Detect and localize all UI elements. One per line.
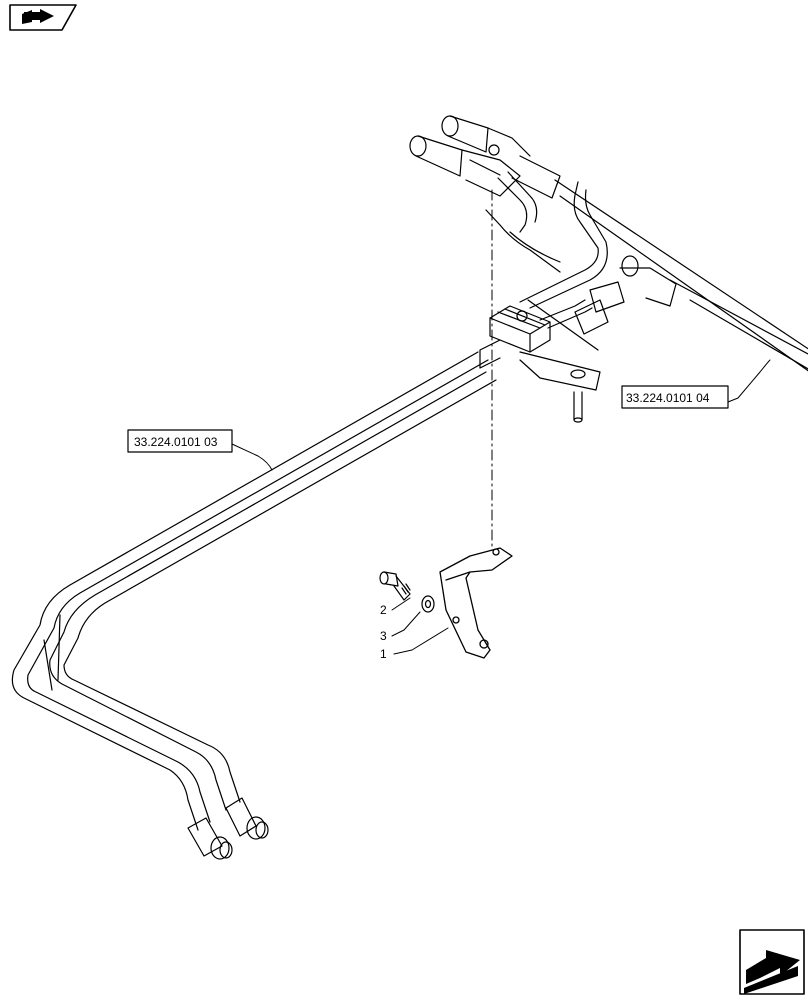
bracket-part[interactable] <box>439 547 513 659</box>
leader-lines <box>231 359 771 655</box>
tube-assembly-upper <box>485 171 808 372</box>
next-page-arrow-icon[interactable] <box>739 929 805 995</box>
item-number-1: 1 <box>380 647 387 661</box>
item-number-3: 3 <box>380 629 387 643</box>
tube-assembly-left <box>11 351 497 831</box>
ref-box-left[interactable] <box>127 429 233 453</box>
manifold-block <box>479 305 601 423</box>
item-number-2: 2 <box>380 603 387 617</box>
book-arrow-icon[interactable] <box>9 4 77 31</box>
quick-couplers <box>409 115 677 335</box>
bolt-part[interactable] <box>379 571 411 601</box>
tube-fittings-lower <box>187 797 269 860</box>
reference-label-left: 33.224.0101 03 <box>134 435 218 449</box>
reference-label-right: 33.224.0101 04 <box>626 391 710 405</box>
ref-box-right[interactable] <box>621 385 729 409</box>
washer-part[interactable] <box>421 595 435 613</box>
